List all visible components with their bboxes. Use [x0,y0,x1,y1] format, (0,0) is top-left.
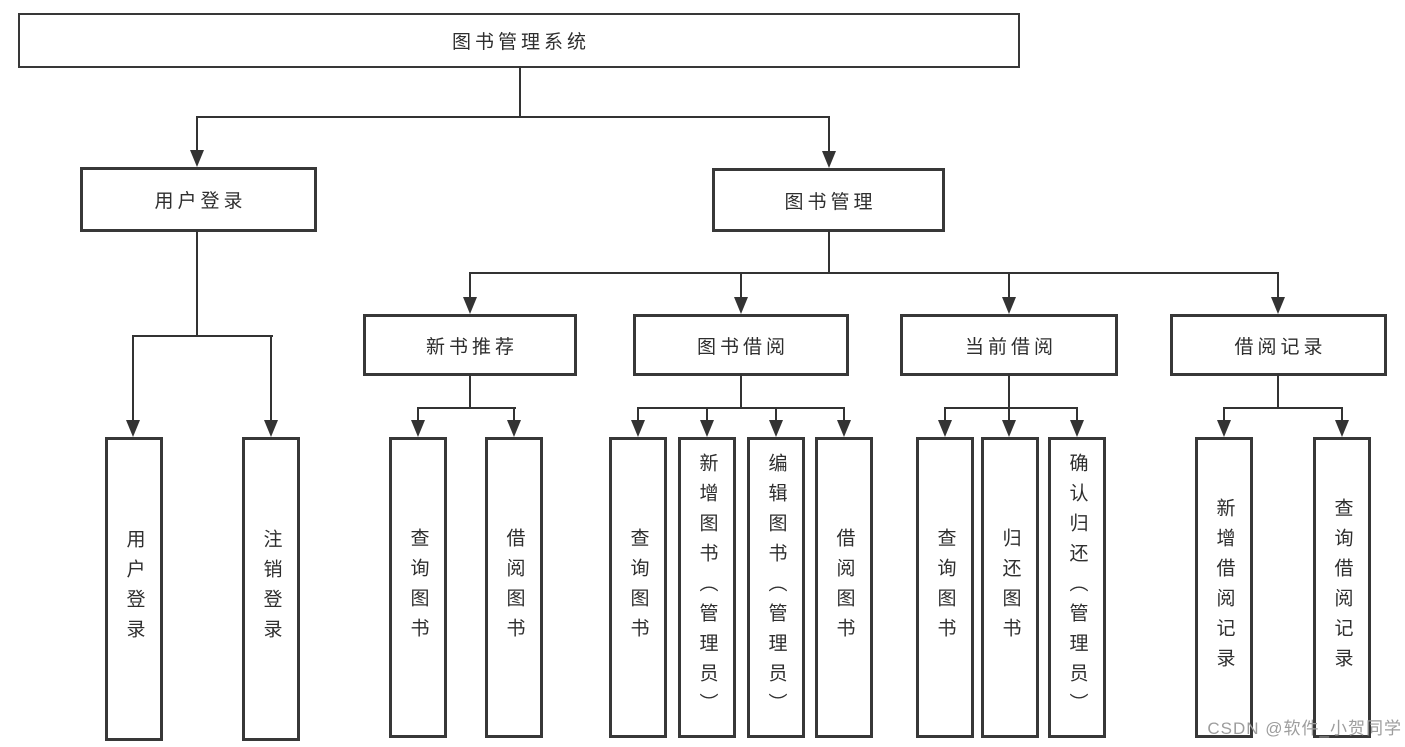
connector-book-mgmt-stub [828,230,830,274]
connector-borrow-record-rail [1223,407,1343,409]
node-borrow-record: 借阅记录 [1170,314,1387,376]
arrow-down-icon [264,420,278,437]
node-book-borrow: 图书借阅 [633,314,849,376]
connector-to-user-login-leaf-1 [132,335,134,421]
connector-user-login-stub [196,230,198,337]
connector-leaf [637,407,639,421]
arrow-down-icon [822,151,836,168]
leaf-label: 查询图书 [627,527,649,648]
node-new-book-label: 新书推荐 [425,336,518,358]
leaf-logout: 注销登录 [242,437,300,741]
connector-leaf [775,407,777,421]
connector-leaf [417,407,419,421]
connector-new-book-stub [469,374,471,409]
leaf-borrow-book-2: 借阅图书 [815,437,873,738]
arrow-down-icon [769,420,783,437]
connector-root-stub [519,66,521,118]
leaf-borrow-book-1: 借阅图书 [485,437,543,738]
leaf-label: 编辑图书（管理员） [765,452,787,723]
node-book-mgmt-label: 图书管理 [784,191,877,213]
leaf-query-book-1: 查询图书 [389,437,447,738]
arrow-down-icon [1271,297,1285,314]
connector-new-book-rail [417,407,516,409]
node-user-login-label: 用户登录 [154,191,247,212]
leaf-confirm-return-admin: 确认归还（管理员） [1048,437,1106,738]
connector-leaf [1223,407,1225,421]
connector-to-book-mgmt [828,116,830,153]
node-current-borrow-label: 当前借阅 [964,336,1057,358]
connector-to-user-login-leaf-2 [270,335,272,421]
leaf-label: 查询图书 [934,527,956,648]
leaf-add-borrow-record: 新增借阅记录 [1195,437,1253,738]
arrow-down-icon [700,420,714,437]
leaf-add-book-admin: 新增图书（管理员） [678,437,736,738]
connector-leaf [513,407,515,421]
connector-leaf [706,407,708,421]
arrow-down-icon [507,420,521,437]
leaf-query-book-2: 查询图书 [609,437,667,738]
connector-book-borrow-rail [637,407,845,409]
arrow-down-icon [463,297,477,314]
leaf-edit-book-admin: 编辑图书（管理员） [747,437,805,738]
connector-borrow-record-stub [1277,374,1279,409]
connector-leaf [1341,407,1343,421]
arrow-down-icon [837,420,851,437]
node-root: 图书管理系统 [18,13,1020,68]
leaf-user-login: 用户登录 [105,437,163,741]
leaf-label: 新增图书（管理员） [696,452,718,723]
connector-leaf [1008,407,1010,421]
node-book-mgmt: 图书管理 [712,168,945,232]
leaf-label: 新增借阅记录 [1213,497,1235,678]
connector-leaf [944,407,946,421]
node-current-borrow: 当前借阅 [900,314,1118,376]
connector-level3-rail [469,272,1279,274]
leaf-label: 借阅图书 [503,527,525,648]
connector-current-borrow-rail [944,407,1078,409]
leaf-label: 归还图书 [999,527,1021,648]
arrow-down-icon [1217,420,1231,437]
node-root-label: 图书管理系统 [451,32,590,53]
node-borrow-record-label: 借阅记录 [1234,336,1327,358]
node-book-borrow-label: 图书借阅 [696,336,789,358]
arrow-down-icon [938,420,952,437]
arrow-down-icon [411,420,425,437]
leaf-return-book: 归还图书 [981,437,1039,738]
arrow-down-icon [1335,420,1349,437]
arrow-down-icon [1002,420,1016,437]
arrow-down-icon [734,297,748,314]
csdn-watermark: CSDN @软件_小贺同学 [1207,719,1402,738]
connector-book-borrow-stub [740,374,742,409]
connector-leaf [1076,407,1078,421]
connector-user-login-rail [132,335,273,337]
leaf-label: 用户登录 [123,529,145,649]
connector-to-new-book [469,272,471,298]
arrow-down-icon [126,420,140,437]
leaf-label: 确认归还（管理员） [1066,452,1088,723]
connector-to-user-login [196,116,198,152]
arrow-down-icon [1002,297,1016,314]
arrow-down-icon [190,150,204,167]
connector-to-current-borrow [1008,272,1010,298]
arrow-down-icon [1070,420,1084,437]
connector-to-book-borrow [740,272,742,298]
connector-level2-rail [196,116,830,118]
leaf-query-borrow-record: 查询借阅记录 [1313,437,1371,738]
leaf-query-book-3: 查询图书 [916,437,974,738]
node-new-book: 新书推荐 [363,314,577,376]
connector-to-borrow-record [1277,272,1279,298]
leaf-label: 注销登录 [260,529,282,649]
leaf-label: 查询借阅记录 [1331,497,1353,678]
connector-leaf [843,407,845,421]
node-user-login: 用户登录 [80,167,317,232]
leaf-label: 借阅图书 [833,527,855,648]
arrow-down-icon [631,420,645,437]
leaf-label: 查询图书 [407,527,429,648]
connector-current-borrow-stub [1008,374,1010,409]
